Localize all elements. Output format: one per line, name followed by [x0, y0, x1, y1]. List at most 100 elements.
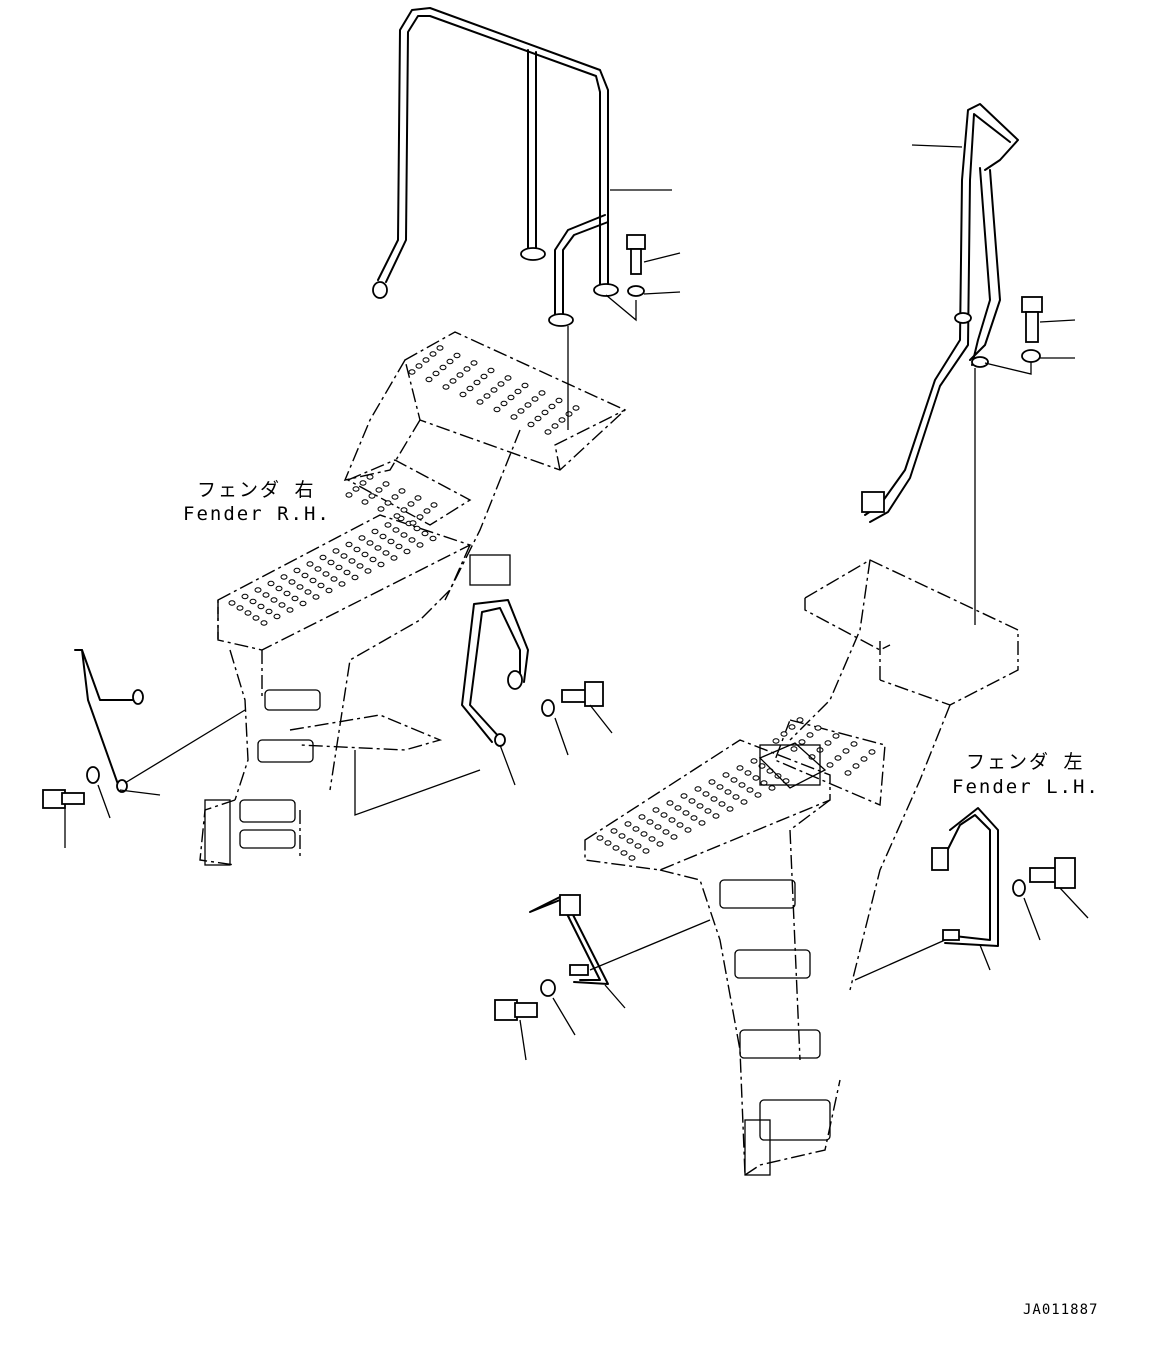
deck-hole [702, 791, 710, 797]
deck-hole [604, 840, 612, 846]
deck-hole [624, 821, 632, 827]
deck-hole [393, 513, 401, 519]
deck-hole [814, 725, 822, 731]
deck-hole [429, 351, 437, 357]
deck-hole [555, 397, 563, 404]
deck-hole [507, 394, 515, 401]
deck-hole [252, 615, 260, 621]
deck-hole [312, 594, 320, 600]
deck-hole [790, 746, 798, 752]
bolt-lh-top [984, 296, 1076, 375]
deck-hole [690, 815, 698, 821]
handrail-lh-side [854, 807, 1089, 981]
deck-hole [668, 817, 676, 823]
deck-hole [698, 820, 706, 826]
deck-hole [348, 558, 356, 564]
deck-hole [421, 530, 429, 537]
bolt-rh-top [567, 234, 681, 430]
handrail-rh-side [354, 599, 613, 816]
deck-hole [422, 357, 430, 363]
deck-hole [490, 387, 498, 393]
deck-hole [398, 488, 406, 494]
deck-hole [257, 603, 265, 610]
deck-hole [387, 538, 395, 545]
deck-hole [634, 843, 642, 849]
deck-hole [680, 793, 688, 799]
deck-hole [712, 813, 720, 819]
deck-hole [319, 554, 327, 561]
handrail-lh-top [861, 103, 1019, 625]
drawing-code: JA011887 [1023, 1302, 1099, 1318]
deck-hole [772, 738, 780, 744]
deck-hole [414, 495, 422, 501]
deck-hole [322, 571, 330, 577]
fender-lh-assembly [584, 559, 1019, 1176]
deck-hole [353, 546, 361, 553]
deck-hole [416, 514, 424, 520]
deck-hole [377, 506, 385, 512]
deck-hole [596, 835, 604, 841]
deck-hole [359, 480, 367, 486]
deck-hole [694, 786, 702, 792]
deck-hole [236, 605, 244, 611]
deck-hole [638, 814, 646, 820]
deck-hole [768, 785, 776, 791]
deck-hole [299, 600, 307, 607]
deck-hole [280, 574, 288, 580]
deck-hole [409, 520, 417, 526]
deck-hole [456, 372, 464, 378]
deck-hole [476, 399, 484, 405]
deck-hole [730, 777, 738, 783]
deck-hole [565, 411, 573, 417]
deck-hole [541, 409, 549, 416]
deck-hole [466, 385, 474, 392]
deck-hole [473, 379, 481, 386]
deck-hole [430, 502, 438, 508]
deck-hole [744, 770, 752, 776]
deck-hole [493, 406, 501, 413]
deck-hole [652, 807, 660, 813]
deck-hole [746, 787, 754, 793]
deck-hole [850, 741, 858, 747]
deck-hole [834, 755, 842, 761]
deck-hole [688, 798, 696, 804]
deck-hole [514, 388, 522, 395]
deck-hole [384, 522, 392, 528]
deck-hole [377, 561, 385, 568]
deck-hole [548, 403, 556, 410]
deck-hole [425, 376, 433, 383]
deck-hole [860, 756, 868, 762]
deck-hole [684, 827, 692, 833]
deck-hole [340, 553, 348, 559]
deck-hole [648, 836, 656, 842]
label-fender-lh-en: Fender L.H. [952, 776, 1100, 798]
deck-hole [842, 748, 850, 754]
deck-hole [551, 423, 559, 429]
deck-hole [296, 584, 304, 590]
deck-hole [330, 576, 338, 582]
control-panel [758, 742, 827, 789]
deck-hole [366, 540, 374, 546]
deck-hole [642, 848, 650, 854]
deck-hole [395, 543, 403, 550]
deck-hole [868, 749, 876, 755]
deck-hole [288, 579, 296, 585]
deck-hole [325, 587, 333, 594]
deck-hole [439, 364, 447, 371]
deck-hole [732, 794, 740, 800]
deck-hole [752, 775, 760, 781]
deck-hole [708, 779, 716, 785]
deck-hole [620, 850, 628, 856]
deck-hole [400, 507, 408, 513]
deck-hole [327, 559, 335, 566]
deck-hole [379, 533, 387, 540]
deck-hole [413, 525, 421, 532]
deck-hole [382, 550, 390, 556]
deck-hole [275, 585, 283, 592]
deck-hole [403, 548, 411, 555]
deck-hole [309, 577, 317, 584]
deck-hole [249, 598, 257, 605]
handrail-rh-front [42, 649, 246, 848]
deck-hole [244, 610, 252, 616]
deck-hole [531, 396, 539, 402]
